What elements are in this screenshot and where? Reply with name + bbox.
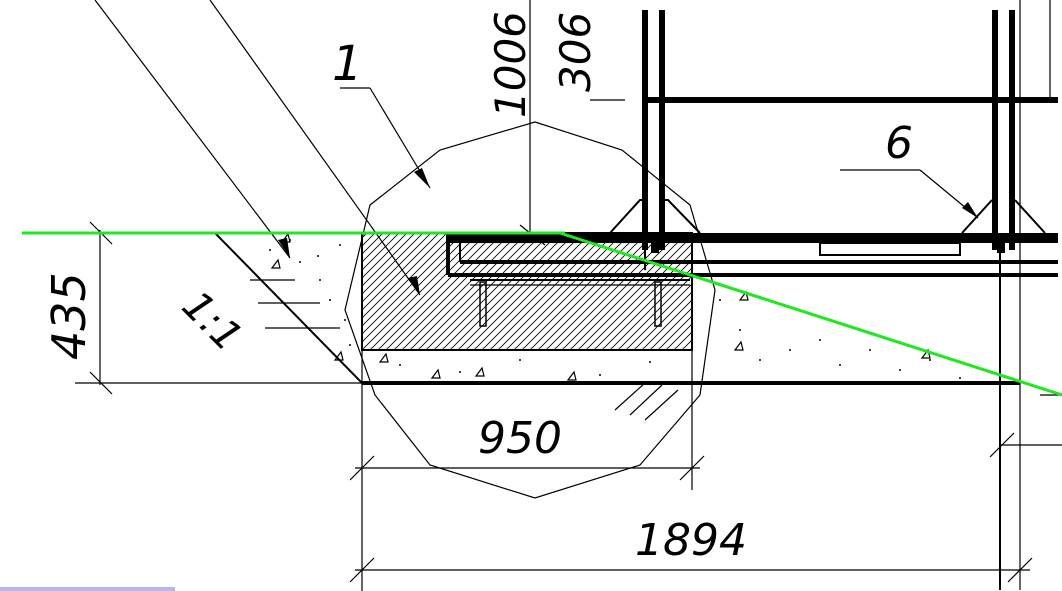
ground-hatch-ticks	[614, 382, 679, 421]
dimension-label-1006: 1006	[486, 11, 535, 118]
top-dimension-leaders	[519, 0, 625, 246]
foundation-block	[361, 232, 693, 351]
green-guide-lines	[22, 231, 1062, 397]
slope-line	[214, 232, 363, 384]
dimension-1894	[349, 394, 1062, 583]
slope-label: 1:1	[173, 283, 251, 361]
dimension-950	[349, 350, 705, 591]
steel-base-structure	[446, 233, 1058, 286]
callout-number-6: 6	[885, 118, 913, 169]
dimension-label-1894: 1894	[635, 515, 747, 566]
anchor-bolts	[479, 281, 662, 327]
callout-6-leader	[840, 169, 979, 219]
vertical-columns	[642, 0, 1058, 590]
concrete-fill-area	[269, 232, 961, 381]
selection-bar	[0, 587, 175, 591]
callout-number-1: 1	[332, 36, 363, 92]
callout-1-leader	[340, 87, 431, 189]
detail-circle	[344, 121, 716, 499]
dimension-label-306: 306	[551, 12, 600, 92]
dimension-label-950: 950	[478, 413, 562, 464]
dimension-label-435: 435	[42, 272, 96, 360]
column-gussets	[609, 199, 1046, 253]
